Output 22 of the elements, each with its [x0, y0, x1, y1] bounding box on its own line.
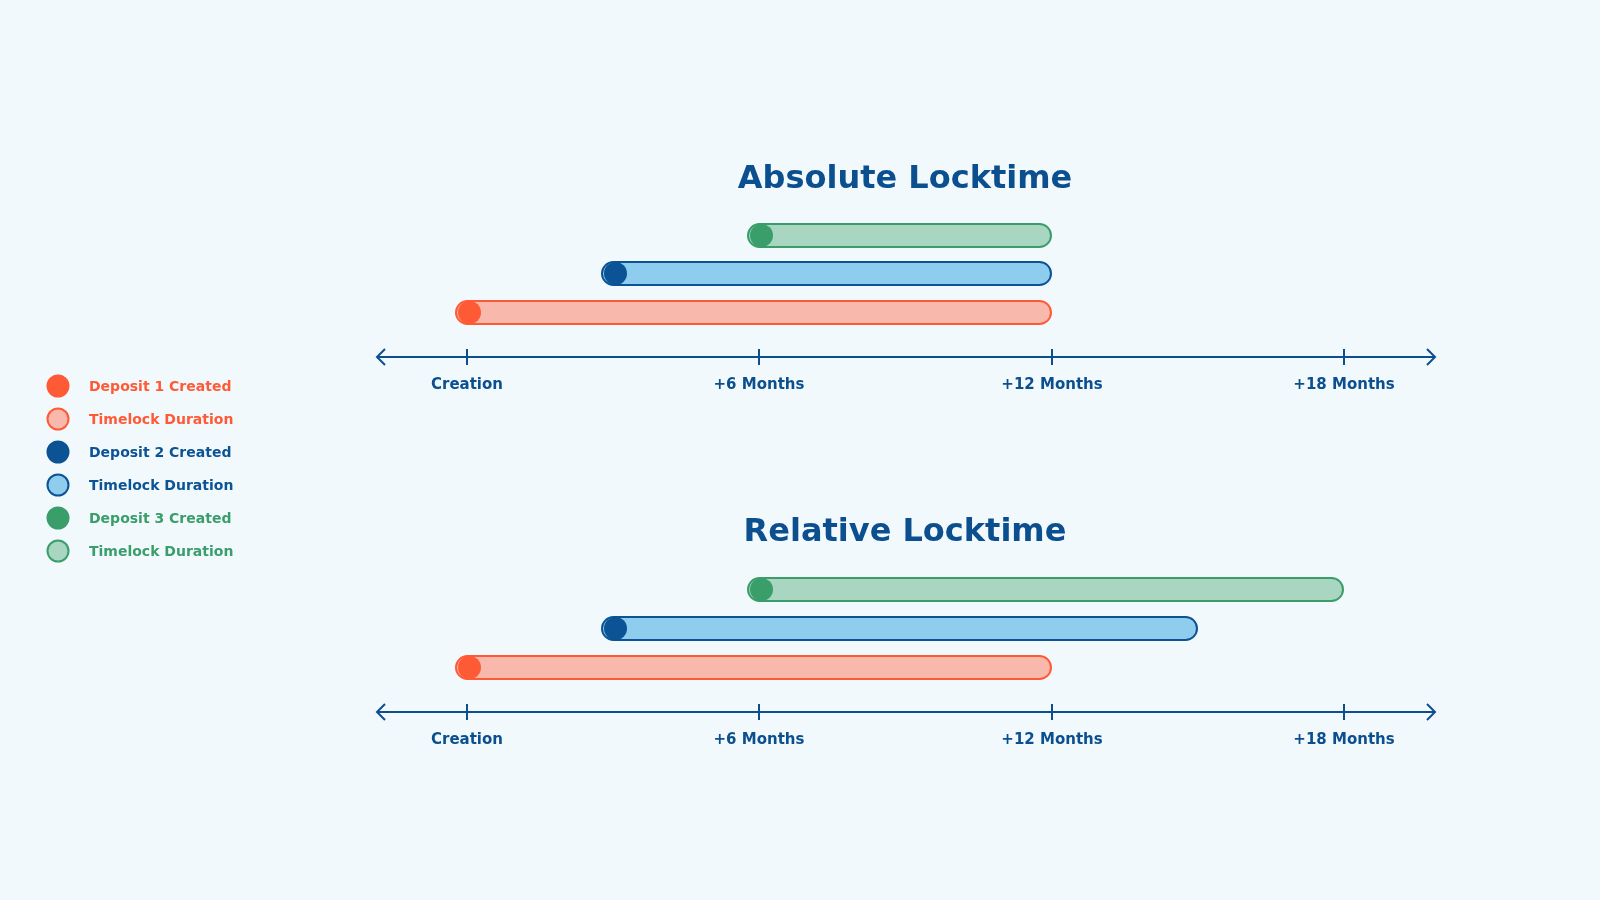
legend-label: Timelock Duration	[89, 477, 234, 493]
legend-label: Deposit 3 Created	[89, 510, 232, 526]
chart-title: Relative Locktime	[743, 511, 1067, 549]
legend-label: Deposit 2 Created	[89, 444, 232, 460]
tick-label: Creation	[431, 375, 503, 393]
tick-label: +18 Months	[1293, 375, 1395, 393]
timeline-bar	[747, 223, 1052, 248]
tick-label: Creation	[431, 730, 503, 748]
legend-label: Timelock Duration	[89, 411, 234, 427]
legend-label: Timelock Duration	[89, 543, 234, 559]
tick-label: +12 Months	[1001, 730, 1103, 748]
timeline-bar	[747, 577, 1344, 602]
timeline-bar	[601, 261, 1052, 286]
timeline-bar	[455, 300, 1052, 325]
timeline-bar	[601, 616, 1198, 641]
legend-label: Deposit 1 Created	[89, 378, 232, 394]
timeline-bar	[455, 655, 1052, 680]
tick-label: +6 Months	[713, 375, 805, 393]
tick-label: +6 Months	[713, 730, 805, 748]
tick-label: +12 Months	[1001, 375, 1103, 393]
chart-title: Absolute Locktime	[737, 158, 1073, 196]
tick-label: +18 Months	[1293, 730, 1395, 748]
